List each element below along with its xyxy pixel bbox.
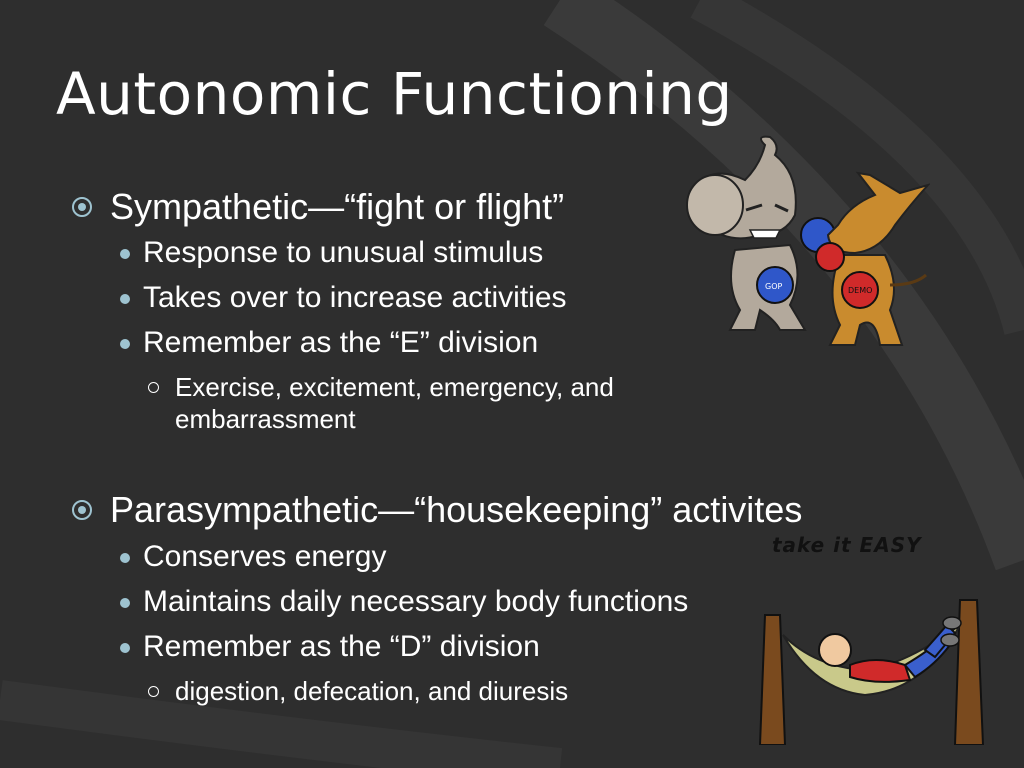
parasympathetic-point: Conserves energy xyxy=(143,540,387,573)
parasympathetic-point: Remember as the “D” division xyxy=(143,630,540,663)
parasympathetic-heading: Parasympathetic—“housekeeping” activites xyxy=(110,489,803,530)
sub-bullet-circle-icon xyxy=(148,686,159,697)
sympathetic-subpoint-line2: embarrassment xyxy=(175,404,356,434)
sympathetic-point: Remember as the “E” division xyxy=(143,326,539,359)
section-bullet-icon xyxy=(72,500,92,520)
slide-title: Autonomic Functioning xyxy=(56,60,733,128)
parasympathetic-point: Maintains daily necessary body functions xyxy=(143,585,689,618)
elephant-and-donkey-boxing-icon: GOP DEMO xyxy=(686,135,930,346)
sympathetic-heading: Sympathetic—“fight or flight” xyxy=(110,186,565,227)
section-bullet-icon xyxy=(72,197,92,217)
sympathetic-point: Takes over to increase activities xyxy=(143,281,567,314)
parasympathetic-subpoint: digestion, defecation, and diuresis xyxy=(175,676,569,706)
sympathetic-subpoint-line1: Exercise, excitement, emergency, and xyxy=(175,372,614,402)
bullet-dot-icon xyxy=(120,553,130,563)
bullet-dot-icon xyxy=(120,598,130,608)
sub-bullet-circle-icon xyxy=(148,382,159,393)
bullet-dot-icon xyxy=(120,249,130,259)
bullet-dot-icon xyxy=(120,294,130,304)
bullet-dot-icon xyxy=(120,339,130,349)
bullet-dot-icon xyxy=(120,643,130,653)
sympathetic-point: Response to unusual stimulus xyxy=(143,236,544,269)
man-in-hammock-icon xyxy=(758,599,985,745)
glove-label-gop: GOP xyxy=(765,282,782,291)
hammock-caption: take it EASY xyxy=(772,533,922,557)
glove-label-demo: DEMO xyxy=(848,286,872,295)
